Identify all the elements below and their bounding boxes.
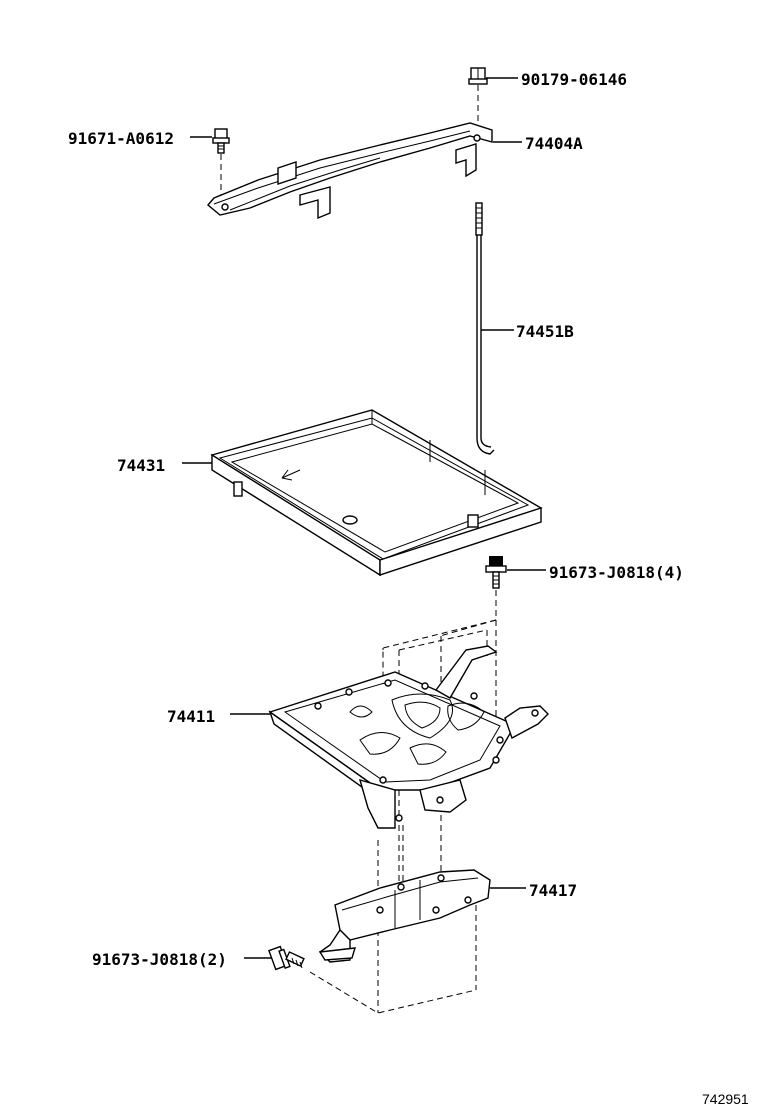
tray <box>210 409 543 577</box>
clamp <box>207 122 493 220</box>
carrier <box>268 645 549 829</box>
rod <box>475 202 495 455</box>
label-bolt-carrier: 91673-J0818(4) <box>549 563 684 582</box>
bolt-carrier <box>485 556 507 589</box>
label-stay: 74417 <box>529 881 577 900</box>
stay <box>318 869 491 963</box>
label-nut-top: 90179-06146 <box>521 70 627 89</box>
label-bolt-stay: 91673-J0818(2) <box>92 950 227 969</box>
bolt-stay <box>268 945 305 971</box>
label-carrier: 74411 <box>167 707 215 726</box>
bolt-clamp <box>212 128 230 154</box>
label-tray: 74431 <box>117 456 165 475</box>
label-clamp: 74404A <box>525 134 583 153</box>
figure-number: 742951 <box>702 1091 749 1107</box>
label-rod: 74451B <box>516 322 574 341</box>
label-bolt-clamp: 91671-A0612 <box>68 129 174 148</box>
nut-top <box>468 67 488 85</box>
